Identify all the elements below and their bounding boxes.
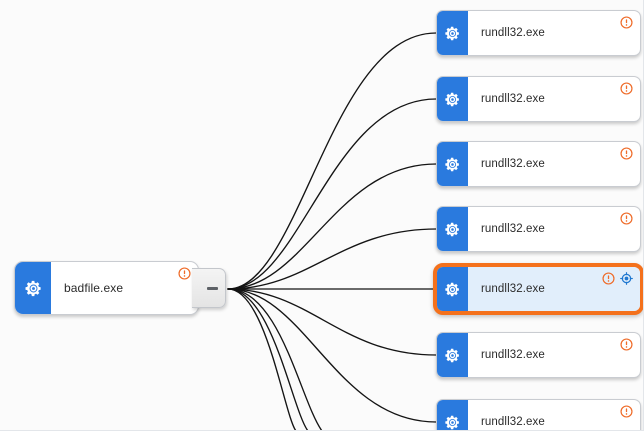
process-node-root[interactable]: badfile.exe: [14, 261, 199, 315]
process-name-label: rundll32.exe: [481, 27, 545, 39]
process-node-child-5[interactable]: rundll32.exe: [433, 263, 643, 315]
node-body: rundll32.exe: [468, 207, 640, 251]
warning-icon[interactable]: [178, 267, 191, 280]
process-name-label: rundll32.exe: [481, 158, 545, 170]
edge-to-offscreen-3: [227, 288, 297, 430]
process-name-label: rundll32.exe: [481, 223, 545, 235]
gear-icon: [437, 267, 468, 311]
warning-icon[interactable]: [620, 405, 633, 418]
gear-icon: [437, 142, 468, 186]
warning-icon[interactable]: [620, 147, 633, 160]
warning-icon[interactable]: [602, 272, 615, 285]
edge-to-child-7: [227, 288, 437, 423]
process-node-child-7[interactable]: rundll32.exe: [436, 399, 641, 430]
process-node-child-6[interactable]: rundll32.exe: [436, 332, 641, 378]
node-body: rundll32.exe: [468, 77, 640, 121]
gear-icon: [437, 77, 468, 121]
node-body: rundll32.exe: [468, 142, 640, 186]
process-name-label: rundll32.exe: [481, 416, 545, 428]
node-badges: [620, 82, 633, 95]
node-body: badfile.exe: [51, 262, 198, 314]
node-badges: [620, 147, 633, 160]
node-badges: [178, 267, 191, 280]
node-badges: [620, 212, 633, 225]
process-name-label: rundll32.exe: [481, 349, 545, 361]
node-body: rundll32.exe: [468, 333, 640, 377]
warning-icon[interactable]: [620, 338, 633, 351]
edge-to-child-1: [227, 32, 437, 290]
warning-icon[interactable]: [620, 82, 633, 95]
node-body: rundll32.exe: [468, 400, 640, 430]
gear-icon: [15, 262, 51, 314]
process-name-label: rundll32.exe: [481, 283, 545, 295]
gear-icon: [437, 11, 468, 55]
edge-to-child-4: [227, 228, 437, 290]
edge-to-child-2: [227, 98, 437, 290]
edge-to-offscreen-2: [227, 288, 309, 430]
node-badges: [620, 16, 633, 29]
warning-icon[interactable]: [620, 212, 633, 225]
node-badges: [602, 272, 633, 285]
process-node-child-4[interactable]: rundll32.exe: [436, 206, 641, 252]
process-name-label: badfile.exe: [64, 281, 124, 295]
node-badges: [620, 405, 633, 418]
target-icon[interactable]: [620, 272, 633, 285]
warning-icon[interactable]: [620, 16, 633, 29]
edge-to-offscreen-1: [227, 288, 323, 430]
edge-to-child-6: [227, 288, 437, 356]
node-body: rundll32.exe: [468, 267, 640, 311]
process-node-child-1[interactable]: rundll32.exe: [436, 10, 641, 56]
minus-icon: [207, 286, 218, 290]
process-node-child-2[interactable]: rundll32.exe: [436, 76, 641, 122]
gear-icon: [437, 207, 468, 251]
node-body: rundll32.exe: [468, 11, 640, 55]
process-node-child-3[interactable]: rundll32.exe: [436, 141, 641, 187]
collapse-children-toggle[interactable]: [192, 268, 226, 308]
node-badges: [620, 338, 633, 351]
gear-icon: [437, 333, 468, 377]
edge-to-child-3: [227, 163, 437, 290]
process-name-label: rundll32.exe: [481, 93, 545, 105]
gear-icon: [437, 400, 468, 430]
